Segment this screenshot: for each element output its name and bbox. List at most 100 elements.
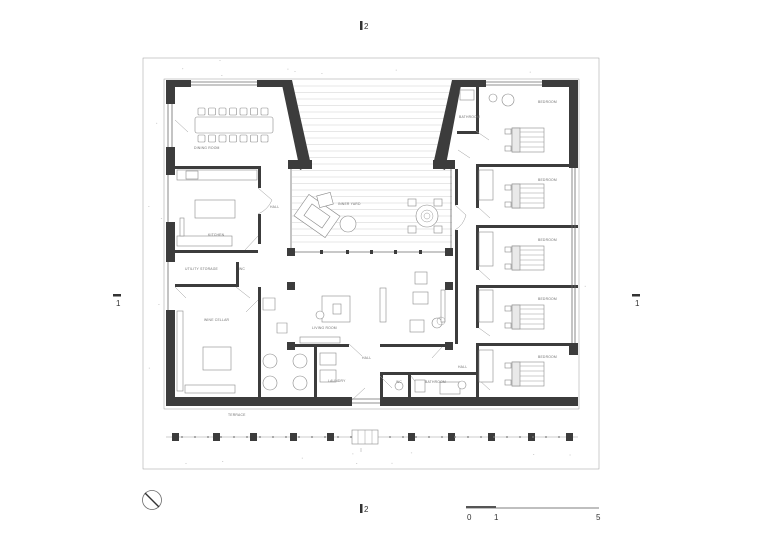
room-label-bedroom: BEDROOM	[538, 100, 557, 104]
wall	[288, 160, 312, 169]
room-label-dining-room: DINING ROOM	[194, 146, 220, 150]
nightstand	[504, 145, 512, 152]
dining-chair	[250, 107, 258, 116]
wall	[166, 222, 175, 262]
terrace-column	[327, 433, 334, 441]
bed-headboard	[511, 183, 521, 209]
building-outline	[163, 78, 580, 410]
section-mark-top: 2	[360, 21, 369, 31]
wall	[257, 80, 291, 87]
room-label-wine-cellar: WINE CELLAR	[204, 318, 230, 322]
wall	[455, 169, 458, 205]
terrace-column	[528, 433, 535, 441]
section-mark-top-label: 2	[364, 22, 369, 31]
dining-table	[194, 107, 274, 143]
ground-dot	[301, 457, 303, 459]
wall	[258, 287, 261, 397]
dining-chair	[260, 107, 269, 116]
wall	[166, 147, 175, 175]
ground-dot	[395, 69, 397, 71]
dining-chair	[239, 107, 248, 116]
column	[445, 248, 453, 256]
wall	[314, 347, 317, 397]
terrace-column	[290, 433, 297, 441]
wall	[569, 80, 578, 168]
terrace-column	[213, 433, 220, 441]
wall	[166, 397, 352, 406]
section-mark-left: 1	[113, 294, 121, 308]
terrace-light	[467, 436, 469, 438]
terrace-column	[488, 433, 495, 441]
nightstand	[504, 263, 512, 270]
ground-dot	[156, 122, 158, 124]
wall	[166, 310, 175, 406]
compass-north-icon	[142, 490, 162, 510]
ground-dot	[410, 452, 413, 454]
bed-headboard	[511, 361, 521, 387]
ground-dot	[533, 454, 535, 455]
room-label-hall-right: HALL	[458, 365, 467, 369]
ground-dot	[158, 304, 160, 305]
ground-dot	[391, 462, 393, 464]
room-label-bathroom-top: BATHROOM	[459, 115, 480, 119]
scale-label-0: 0	[467, 513, 472, 522]
wall	[476, 225, 578, 228]
dining-chair	[197, 107, 206, 116]
nightstand	[504, 184, 512, 191]
room-label-terrace: TERRACE	[228, 413, 246, 417]
column	[287, 342, 295, 350]
terrace-light	[272, 436, 274, 438]
ground-dot	[182, 68, 184, 70]
dining-chair	[218, 107, 227, 116]
dining-chair	[208, 134, 216, 143]
ground-texture	[148, 60, 586, 464]
nightstand	[504, 201, 512, 208]
bed-headboard	[511, 304, 521, 330]
bedroom-furniture	[504, 127, 545, 387]
wall	[457, 131, 479, 134]
wall	[476, 345, 479, 397]
wall	[166, 80, 175, 104]
wall	[476, 87, 479, 131]
wall	[476, 228, 479, 270]
terrace-light	[324, 436, 326, 438]
terrace-light	[207, 436, 209, 438]
wall	[476, 164, 578, 167]
wall	[476, 343, 578, 346]
scale-bar: 0 1 5	[466, 506, 601, 522]
terrace-light	[506, 436, 508, 438]
wall	[175, 284, 237, 287]
column	[445, 342, 453, 350]
room-label-utility-storage: UTILITY STORAGE	[185, 267, 219, 271]
room-label-bathroom-mid: BATHROOM	[425, 380, 446, 384]
wall	[542, 80, 578, 87]
dining-chair	[197, 134, 206, 143]
room-label-inner-yard: INNER YARD	[338, 202, 361, 206]
wall	[236, 262, 239, 287]
terrace-light	[389, 436, 391, 438]
walls	[166, 80, 578, 406]
terrace-column	[566, 433, 573, 441]
dining-chair	[229, 134, 237, 143]
terrace-light	[441, 436, 443, 438]
terrace-column	[250, 433, 257, 441]
dining-chair	[218, 134, 227, 143]
section-mark-right: 1	[632, 294, 640, 308]
wall	[476, 285, 578, 288]
room-label-bedroom: BEDROOM	[538, 355, 557, 359]
wall	[433, 80, 462, 170]
room-label-hall-left: HALL	[270, 205, 279, 209]
terrace-light	[454, 436, 456, 438]
wall	[455, 230, 458, 344]
dining-chair	[208, 107, 216, 116]
nightstand	[504, 128, 512, 135]
terrace-light	[415, 436, 417, 438]
section-mark-left-label: 1	[116, 299, 121, 308]
nightstand	[504, 362, 512, 369]
wall	[433, 160, 455, 169]
ground-dot	[352, 453, 354, 455]
terrace-light	[298, 436, 300, 438]
room-label-hall-mid: HALL	[362, 356, 371, 360]
wall	[380, 372, 476, 375]
ground-dot	[148, 206, 150, 207]
